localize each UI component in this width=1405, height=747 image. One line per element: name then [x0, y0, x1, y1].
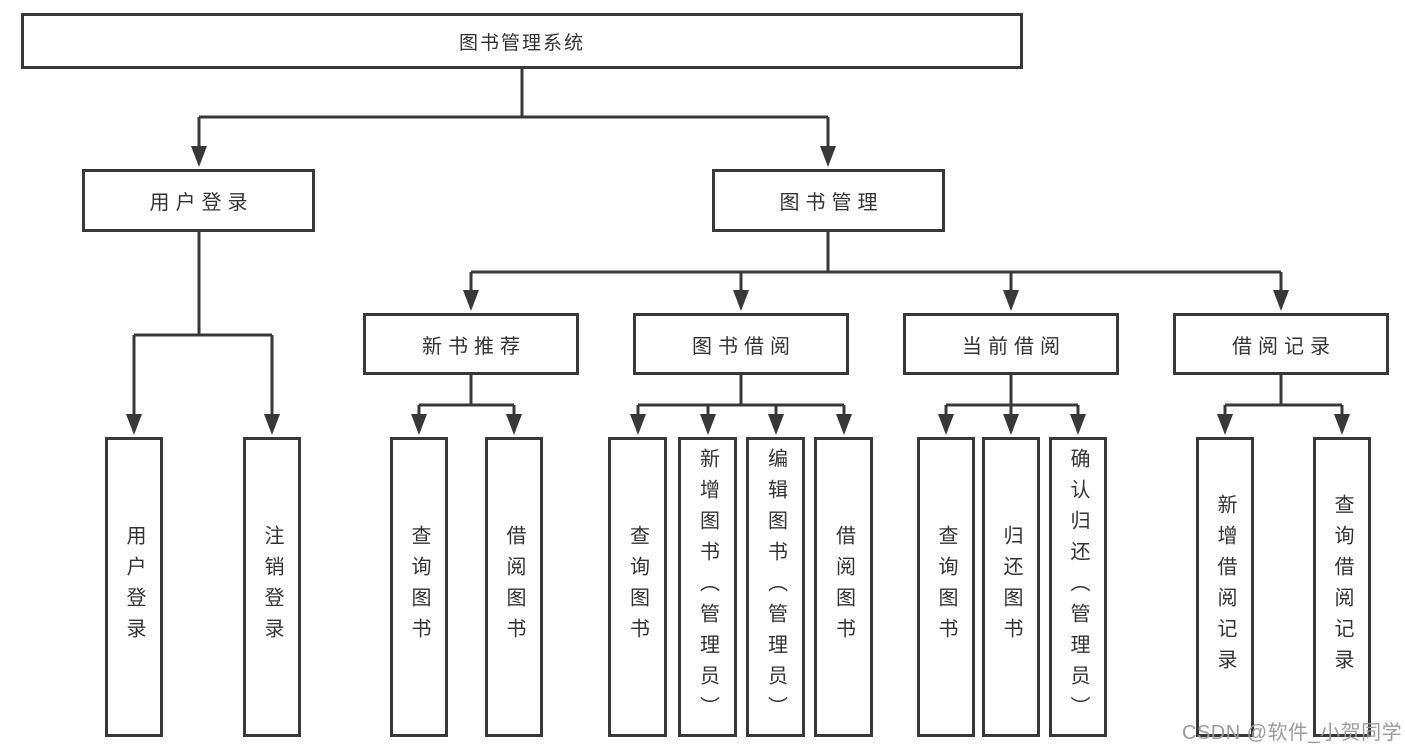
leaf-query-books-recommend: 查询图书	[390, 437, 448, 737]
node-root: 图书管理系统	[21, 13, 1023, 69]
node-root-label: 图书管理系统	[458, 32, 585, 54]
leaf-confirm-return-admin: 确认归还（管理员）	[1049, 437, 1107, 737]
leaf-borrow-books-recommend-label: 借阅图书	[503, 525, 525, 649]
leaf-add-book-admin: 新增图书（管理员）	[678, 437, 737, 737]
leaf-query-books-current-label: 查询图书	[935, 525, 957, 649]
leaf-query-books-borrow: 查询图书	[608, 437, 667, 737]
leaf-user-login-label: 用户登录	[123, 525, 145, 649]
leaf-add-book-admin-label: 新增图书（管理员）	[696, 447, 719, 727]
node-new-book-recommend-label: 新书推荐	[422, 335, 526, 358]
leaf-return-book-label: 归还图书	[1000, 525, 1022, 649]
node-book-mgmt-label: 图书管理	[779, 192, 884, 214]
leaf-query-borrow-record: 查询借阅记录	[1313, 437, 1371, 737]
node-book-borrow: 图书借阅	[633, 313, 849, 375]
node-user-login: 用户登录	[82, 169, 315, 232]
leaf-add-borrow-record-label: 新增借阅记录	[1214, 494, 1236, 680]
leaf-logout-label: 注销登录	[261, 525, 283, 649]
leaf-borrow-books-recommend: 借阅图书	[485, 437, 543, 737]
node-user-login-label: 用户登录	[149, 192, 254, 214]
leaf-query-borrow-record-label: 查询借阅记录	[1331, 494, 1353, 680]
node-current-borrow: 当前借阅	[903, 313, 1119, 375]
leaf-user-login: 用户登录	[105, 437, 163, 737]
leaf-return-book: 归还图书	[982, 437, 1040, 737]
node-borrow-records-label: 借阅记录	[1232, 335, 1336, 358]
node-book-mgmt: 图书管理	[712, 169, 945, 232]
leaf-add-borrow-record: 新增借阅记录	[1196, 437, 1254, 737]
leaf-query-books-borrow-label: 查询图书	[626, 525, 649, 649]
leaf-confirm-return-admin-label: 确认归还（管理员）	[1067, 447, 1089, 727]
leaf-edit-book-admin-label: 编辑图书（管理员）	[764, 447, 787, 727]
leaf-query-books-recommend-label: 查询图书	[408, 525, 430, 649]
node-borrow-records: 借阅记录	[1173, 313, 1389, 375]
leaf-edit-book-admin: 编辑图书（管理员）	[746, 437, 805, 737]
watermark: CSDN @软件_小贺同学	[1182, 722, 1403, 744]
leaf-borrow-books: 借阅图书	[814, 437, 873, 737]
node-current-borrow-label: 当前借阅	[962, 335, 1066, 358]
leaf-query-books-current: 查询图书	[917, 437, 975, 737]
node-book-borrow-label: 图书借阅	[692, 335, 796, 358]
node-new-book-recommend: 新书推荐	[363, 313, 579, 375]
leaf-logout: 注销登录	[243, 437, 301, 737]
leaf-borrow-books-label: 借阅图书	[832, 525, 855, 649]
